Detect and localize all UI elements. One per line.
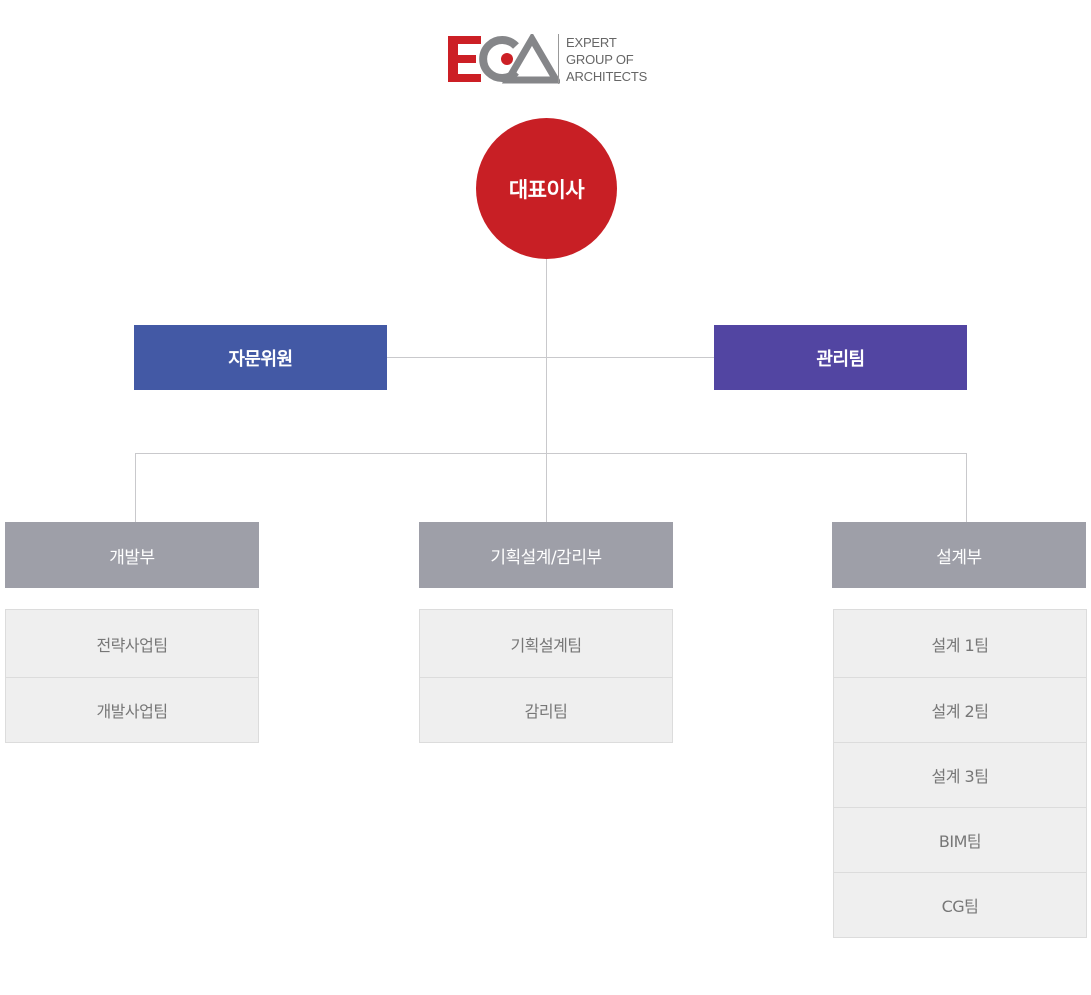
ceo-node: 대표이사: [476, 118, 617, 259]
dept-development: 개발부: [5, 522, 259, 588]
eca-logo: EXPERT GROUP OF ARCHITECTS: [448, 34, 658, 86]
logo-divider: [558, 34, 559, 84]
logo-line: EXPERT: [566, 35, 617, 50]
logo-text: EXPERT GROUP OF ARCHITECTS: [566, 34, 647, 85]
dept-planning-supervision: 기획설계/감리부: [419, 522, 673, 588]
team-list-development: 전략사업팀 개발사업팀: [5, 609, 259, 743]
admin-team-node: 관리팀: [714, 325, 967, 390]
team-item: 개발사업팀: [6, 677, 258, 742]
team-item: 기획설계팀: [510, 635, 582, 655]
team-item: BIM팀: [834, 807, 1086, 872]
advisory-node: 자문위원: [134, 325, 387, 390]
dept-design: 설계부: [832, 522, 1086, 588]
logo-line: GROUP OF: [566, 52, 634, 67]
team-item: 설계 3팀: [834, 742, 1086, 807]
team-item: 감리팀: [420, 677, 672, 742]
team-item: CG팀: [834, 872, 1086, 937]
team-item: 설계 2팀: [834, 677, 1086, 742]
team-item: 설계 1팀: [931, 635, 989, 655]
team-list-planning-supervision: 기획설계팀 감리팀: [419, 609, 673, 743]
connector-horizontal-depts: [135, 453, 967, 454]
team-list-design: 설계 1팀 설계 2팀 설계 3팀 BIM팀 CG팀: [833, 609, 1087, 938]
connector-dept-right: [966, 453, 967, 522]
team-item: 전략사업팀: [96, 635, 168, 655]
logo-line: ARCHITECTS: [566, 69, 648, 84]
connector-vertical-main: [546, 259, 547, 522]
connector-horizontal-mid: [387, 357, 714, 358]
eca-logo-mark-icon: [448, 34, 560, 84]
connector-dept-left: [135, 453, 136, 522]
